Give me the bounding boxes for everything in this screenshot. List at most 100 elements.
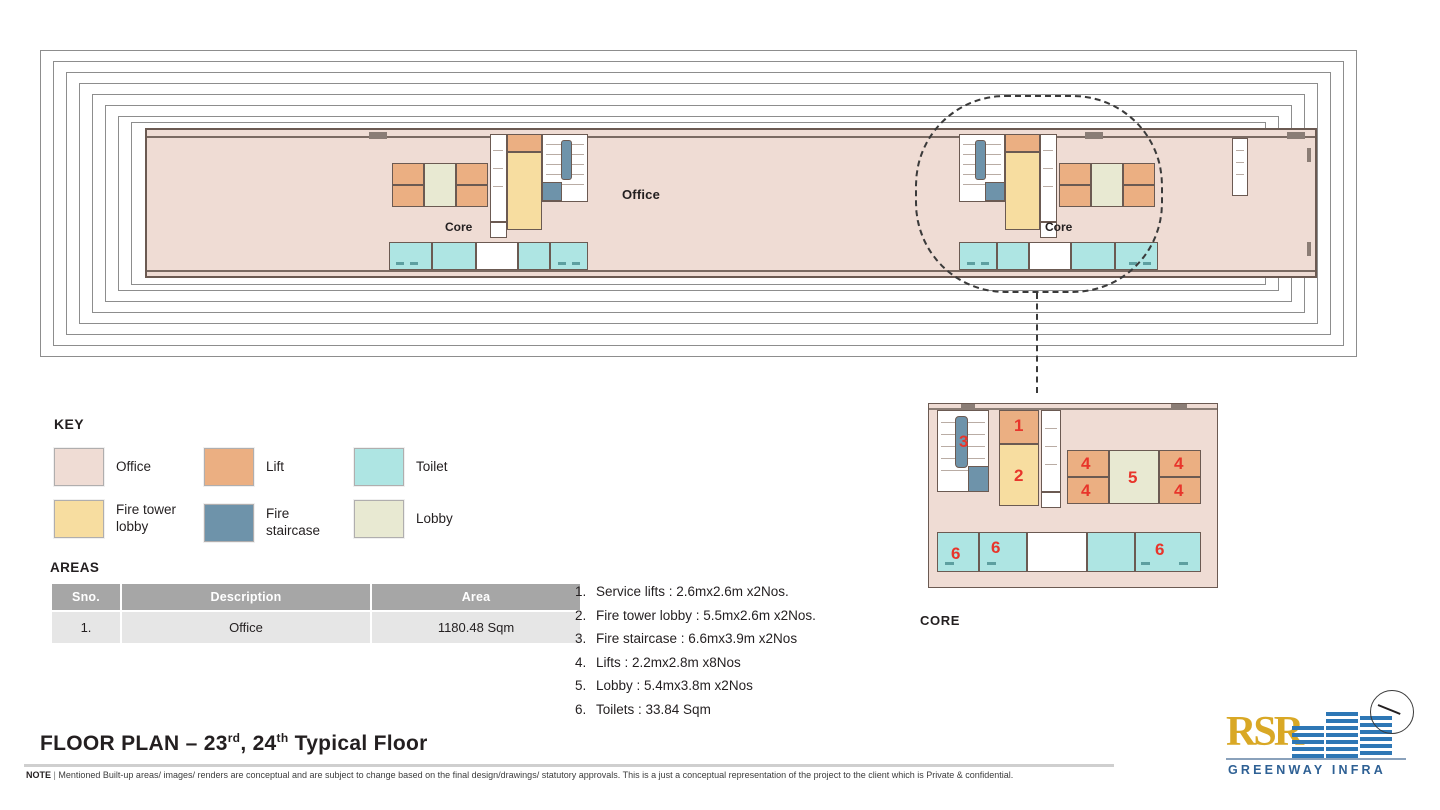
page-title-sup-23: rd	[227, 731, 241, 745]
duct-hatch	[1045, 428, 1057, 429]
areas-header-row: Sno. Description Area	[52, 584, 580, 610]
detail-service-lift	[999, 410, 1039, 444]
core-detail-plan: 3 1 2 4 4 5 4 4 6 6 6	[928, 403, 1218, 588]
fixture-mark	[558, 262, 566, 265]
fixture-mark	[1141, 562, 1150, 565]
duct-shaft-lower	[1040, 222, 1057, 238]
column-nib	[961, 404, 975, 410]
areas-header-sno: Sno.	[52, 584, 120, 610]
list-item: Lobby : 5.4mx3.8m x2Nos	[590, 674, 898, 698]
building-floor	[1326, 754, 1358, 758]
list-item: Fire tower lobby : 5.5mx2.6m x2Nos.	[590, 604, 898, 628]
detail-fire-tower-lobby	[999, 444, 1039, 506]
core-marker-6: 6	[991, 538, 1001, 557]
frame-ring-1	[40, 50, 1357, 357]
key-label-fire-staircase: Fire staircase	[266, 506, 321, 538]
page-title-main: FLOOR PLAN – 23	[40, 732, 228, 755]
core-left: Core	[389, 134, 588, 274]
logo-monogram: RSR	[1226, 709, 1304, 755]
compass-circle-icon	[1370, 690, 1414, 734]
logo-divider	[1226, 758, 1406, 760]
core-marker-1: 1	[1014, 416, 1024, 435]
toilet	[518, 242, 550, 270]
shaft-hatch	[1236, 150, 1244, 151]
key-title: KEY	[54, 416, 84, 432]
duct-hatch	[1043, 150, 1053, 151]
building-icon-tall	[1326, 712, 1360, 760]
shaft-hatch	[1236, 162, 1244, 163]
lift	[392, 185, 424, 207]
frame-ring-4	[79, 83, 1318, 324]
core-callout-connector	[1036, 293, 1038, 393]
duct-shaft	[490, 134, 507, 222]
areas-header-description: Description	[122, 584, 370, 610]
fixture-mark	[396, 262, 404, 265]
stair-tread	[546, 184, 584, 185]
core-marker-5: 5	[1128, 468, 1138, 487]
page-title: FLOOR PLAN – 23rd, 24th Typical Floor	[40, 731, 428, 756]
service-lift	[507, 134, 542, 152]
toilet-lobby	[476, 242, 518, 270]
building-floor	[1326, 747, 1358, 751]
duct-hatch	[1043, 168, 1053, 169]
column-nib	[1287, 132, 1305, 139]
building-floor	[1326, 719, 1358, 723]
office-label: Office	[622, 187, 661, 202]
note-label: NOTE	[26, 770, 52, 780]
list-item: Service lifts : 2.6mx2.6m x2Nos.	[590, 580, 898, 604]
key-label-lift: Lift	[266, 458, 285, 474]
swatch-fire-tower-lobby	[54, 500, 104, 538]
edge-column	[1307, 148, 1311, 162]
detail-lift	[1159, 450, 1201, 477]
areas-section: AREAS Sno. Description Area 1. Office 11…	[50, 560, 582, 645]
lift	[392, 163, 424, 185]
building-floor	[1360, 751, 1392, 755]
duct-hatch	[1045, 464, 1057, 465]
detail-top-wall	[929, 408, 1217, 410]
lift	[456, 185, 488, 207]
frame-ring-3	[66, 72, 1331, 335]
duct-hatch	[1045, 446, 1057, 447]
swatch-toilet	[354, 448, 404, 486]
footer-divider	[24, 764, 1114, 767]
detail-duct-shaft	[1041, 410, 1061, 492]
fire-tower-lobby	[507, 152, 542, 230]
detail-lift	[1159, 477, 1201, 504]
building-floor	[1292, 733, 1324, 737]
swatch-fire-staircase	[204, 504, 254, 542]
column-nib	[1171, 404, 1187, 410]
page-title-mid: , 24	[240, 732, 277, 755]
list-item: Toilets : 33.84 Sqm	[590, 698, 898, 722]
building-floor	[1326, 726, 1358, 730]
company-logo: RSR GREENWAY INFRA	[1222, 690, 1422, 795]
fixture-mark	[1179, 562, 1188, 565]
slab-bottom-band	[147, 270, 1315, 272]
toilet-lobby	[1029, 242, 1071, 270]
fire-staircase-landing	[542, 182, 562, 201]
toilet	[389, 242, 432, 270]
key-item-lift: Lift	[204, 448, 284, 486]
key-item-fire-tower-lobby: Fire tower lobby	[54, 500, 198, 538]
service-shaft-right	[1232, 138, 1248, 196]
stair-tread	[941, 470, 985, 471]
key-item-lobby: Lobby	[354, 500, 453, 538]
key-label-office: Office	[116, 458, 152, 474]
logo-company-name: GREENWAY INFRA	[1228, 763, 1387, 777]
core-marker-3: 3	[959, 432, 969, 451]
service-lift	[1005, 134, 1040, 152]
frame-ring-2	[53, 61, 1344, 346]
footer-note: NOTE | Mentioned Built-up areas/ images/…	[26, 769, 1106, 782]
detail-fire-staircase-landing	[968, 466, 989, 492]
fixture-mark	[410, 262, 418, 265]
core-marker-6: 6	[1155, 540, 1165, 559]
core-marker-4: 4	[1081, 481, 1091, 500]
areas-title: AREAS	[50, 560, 100, 575]
swatch-lift	[204, 448, 254, 486]
duct-hatch	[1043, 186, 1053, 187]
building-icon-small	[1292, 726, 1326, 760]
building-floor	[1292, 754, 1324, 758]
swatch-lobby	[354, 500, 404, 538]
lift	[456, 163, 488, 185]
detail-lift	[1067, 477, 1109, 504]
page-title-sup-24: th	[276, 731, 289, 745]
